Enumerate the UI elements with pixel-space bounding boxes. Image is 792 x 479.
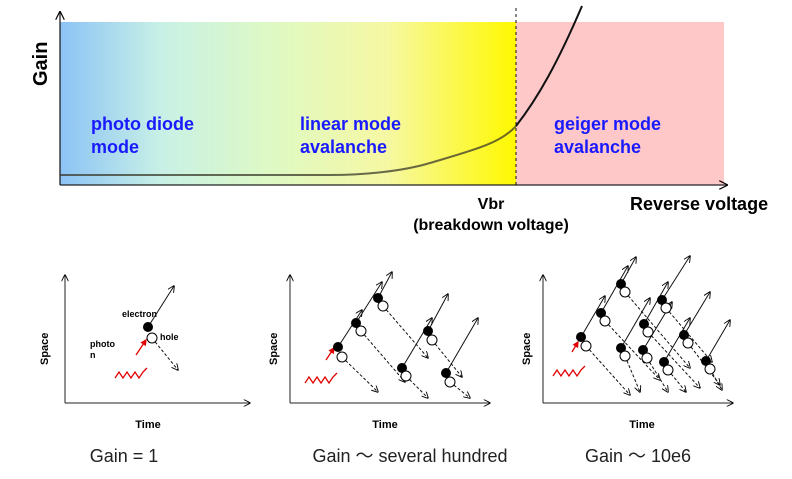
panel2-time-label: Time — [372, 419, 397, 431]
panel3-carriers — [576, 279, 716, 376]
panel-gain-10e6: Space Time — [521, 256, 733, 431]
panel3-caption: Gain ～ 10e6 — [585, 446, 691, 466]
geiger-mode-label-line2: avalanche — [554, 137, 641, 157]
panel1-time-label: Time — [135, 419, 160, 431]
y-axis-label: Gain — [30, 42, 52, 86]
panel2-carriers — [333, 293, 456, 388]
photon-label-line2: n — [90, 350, 96, 360]
photon-wave — [114, 367, 148, 380]
panel-gain-1: Space Time electron hole photo n — [39, 275, 250, 431]
linear-mode-label-line2: avalanche — [300, 137, 387, 157]
panel3-photon-wave — [552, 365, 586, 378]
x-axis-label: Reverse voltage — [630, 194, 768, 214]
hole-track — [151, 337, 178, 370]
panel-gain-several-hundred: Space Time — [268, 272, 490, 431]
geiger-region — [516, 22, 724, 185]
panel2-photon-wave — [304, 372, 338, 385]
photo-diode-label-line2: mode — [91, 137, 139, 157]
region-labels: photo diode mode linear mode avalanche g… — [91, 114, 661, 157]
geiger-mode-label-line1: geiger mode — [554, 114, 661, 134]
electron-dot — [143, 322, 153, 332]
vbr-label: Vbr — [478, 196, 505, 213]
photon-label-line1: photo — [90, 339, 115, 349]
photo-diode-label-line1: photo diode — [91, 114, 194, 134]
hole-dot — [146, 332, 158, 344]
vbr-sub-label: (breakdown voltage) — [413, 217, 569, 234]
top-diagram: Gain Reverse voltage Vbr (breakdown volt… — [30, 5, 768, 234]
panel3-space-label: Space — [521, 333, 533, 365]
panel3-tracks — [580, 256, 730, 395]
panel2-space-label: Space — [268, 333, 280, 365]
panel3-time-label: Time — [629, 419, 654, 431]
panel1-space-label: Space — [39, 333, 51, 365]
photon-arrow — [135, 338, 147, 356]
linear-mode-label-line1: linear mode — [300, 114, 401, 134]
gain-curve-geiger — [515, 5, 583, 127]
hole-label: hole — [160, 332, 179, 342]
gradient-region — [60, 22, 516, 185]
electron-track — [147, 286, 174, 328]
panel3-photon-arrow — [571, 340, 579, 353]
electron-label: electron — [122, 309, 157, 319]
panel1-caption: Gain = 1 — [90, 446, 159, 466]
panel2-photon-arrow — [325, 346, 335, 361]
panel2-caption: Gain ～ several hundred — [312, 446, 507, 466]
gain-curve-subbreakdown — [60, 125, 517, 176]
